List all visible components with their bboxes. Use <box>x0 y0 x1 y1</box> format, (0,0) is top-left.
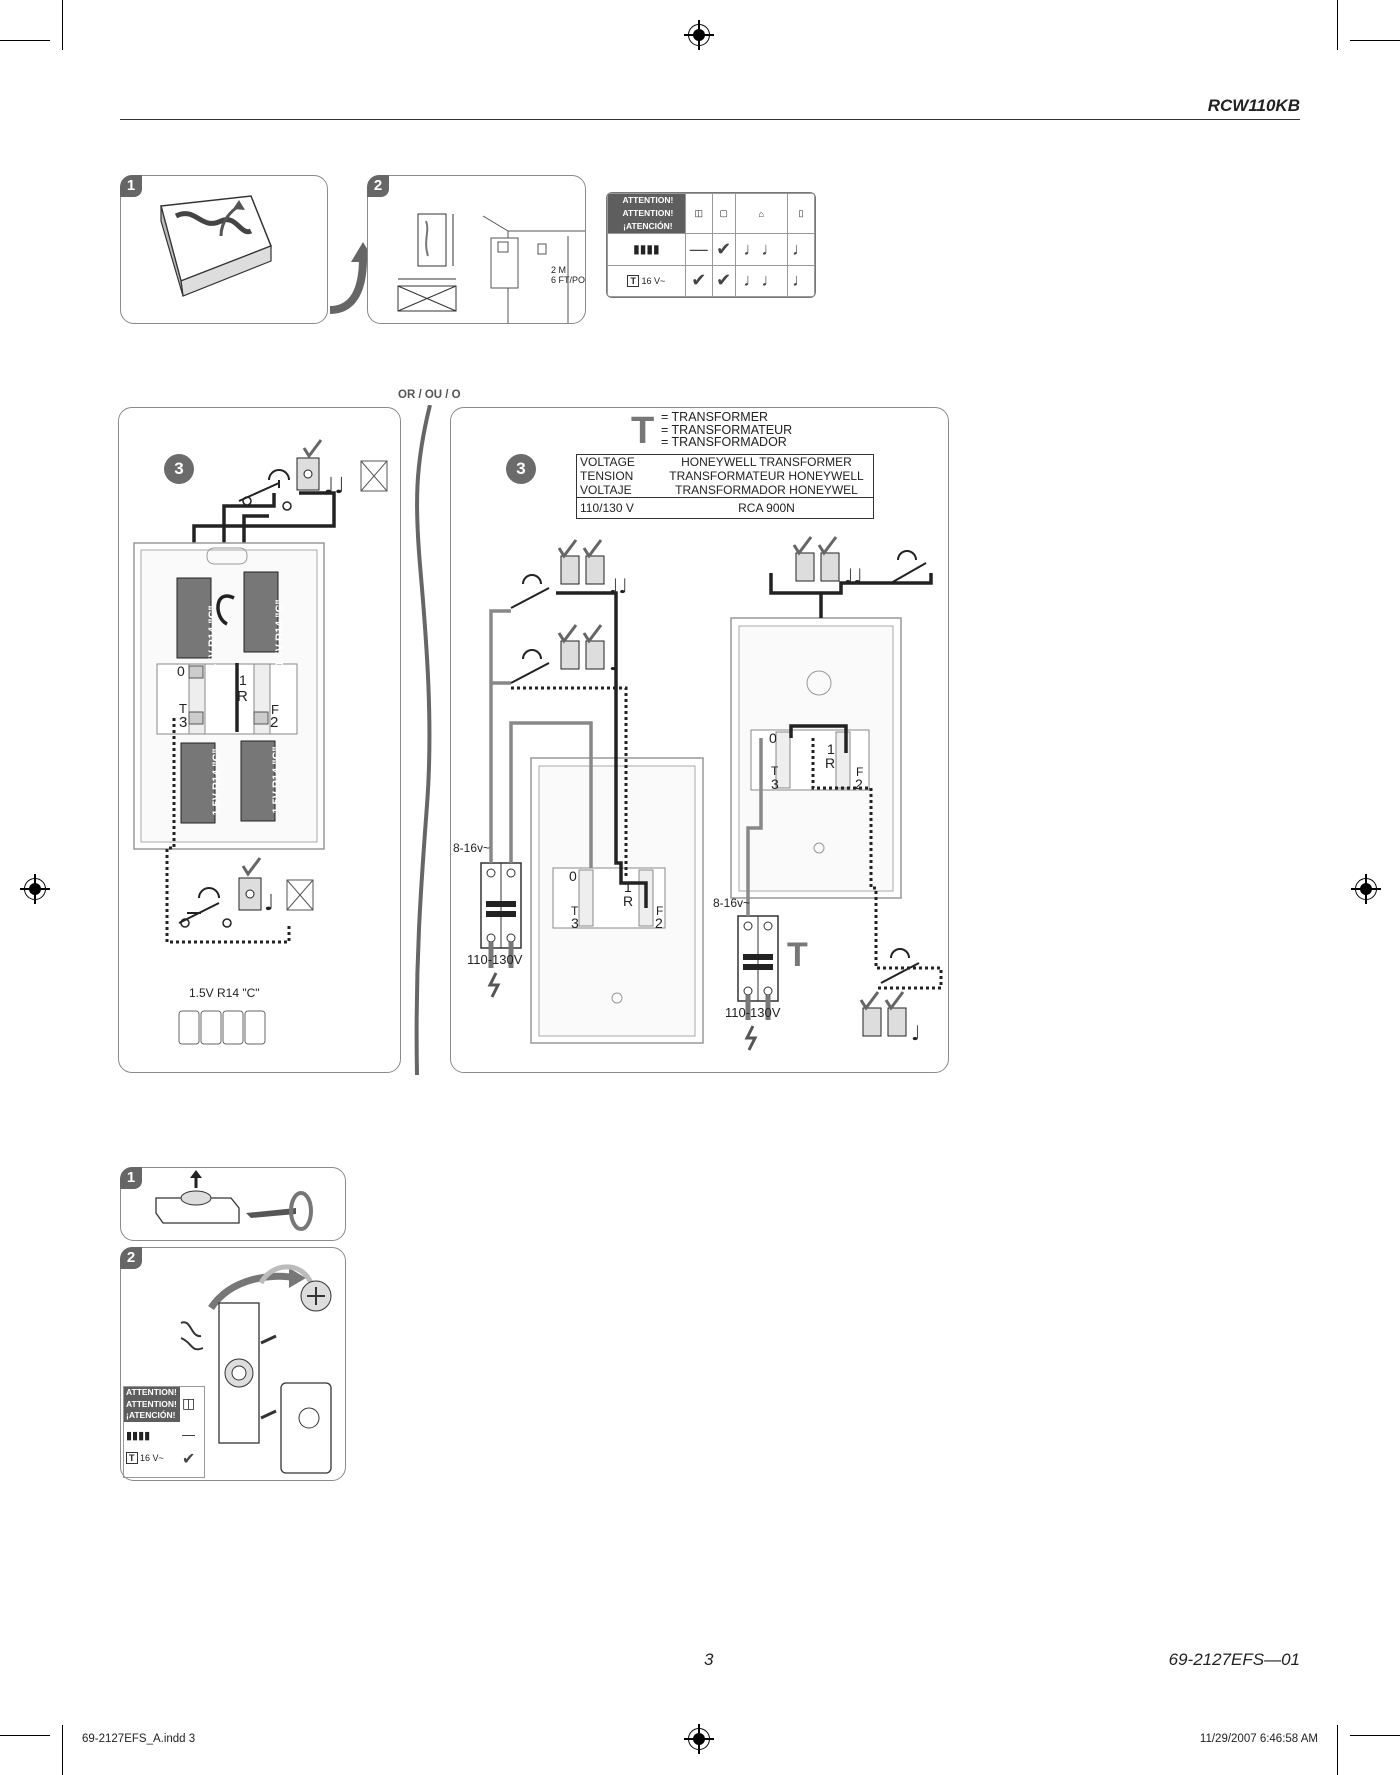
button-icon: ▢ <box>711 193 736 234</box>
registration-mark-icon <box>684 20 714 50</box>
terminal-label-F: F <box>856 765 864 779</box>
battery-label: 1.5V R14 "C" <box>271 746 283 814</box>
battery-label: 1.5V R14 "C" <box>274 599 286 667</box>
terminal-label-R: R <box>825 755 836 771</box>
transformer-icon: T <box>126 1452 138 1464</box>
transformer-legend: = TRANSFORMER = TRANSFORMATEUR = TRANSFO… <box>661 410 793 449</box>
terminal-label-1: 1 <box>624 879 632 895</box>
svg-text:♩♩: ♩♩ <box>324 474 345 499</box>
step-number: 3 <box>506 454 536 484</box>
terminal-label-0: 0 <box>177 663 185 679</box>
transformer-icon: T <box>627 274 639 287</box>
low-voltage-label: 8-16v~ <box>453 841 491 855</box>
chime-cover-illustration <box>160 195 272 297</box>
terminal-label-0: 0 <box>569 868 577 884</box>
step-number: 2 <box>120 1247 142 1269</box>
terminal-label-F: F <box>271 702 279 717</box>
button-step1-panel: 1 <box>120 1167 346 1241</box>
transformer-voltage: T 16 V~ <box>126 1452 164 1464</box>
button-step2-panel: 2 ATTENTION! ATTENTION! ¡ATENCIÓN! ◫ ▮▮▮… <box>120 1247 346 1481</box>
mounting-orientation-illustration <box>397 213 585 323</box>
battery-caption: 1.5V R14 "C" <box>189 986 260 1000</box>
button-removal-illustration <box>155 1170 313 1231</box>
crop-mark <box>62 0 64 50</box>
svg-text:♩♩: ♩♩ <box>609 574 628 598</box>
terminal-label-2: 2 <box>655 915 663 931</box>
model-number: RCW110KB <box>1207 96 1300 115</box>
battery-label: 1.5V R14 "C" <box>207 605 219 673</box>
compatibility-table: ATTENTION! ATTENTION! ¡ATENCIÓN! ◫ ▢ ⌂ ▯… <box>606 192 816 298</box>
lighted-button-icon: ◫ <box>684 193 713 234</box>
transformer-symbol: T <box>787 936 808 974</box>
or-label: OR / OU / O <box>398 389 461 401</box>
attention-box: ATTENTION! ATTENTION! ¡ATENCIÓN! ◫ ▮▮▮▮ … <box>123 1386 205 1478</box>
rear-door-icon: ▯ <box>787 193 815 234</box>
terminal-label-T: T <box>571 904 579 918</box>
terminal-label-T: T <box>771 764 779 778</box>
svg-text:♩: ♩ <box>911 1021 920 1045</box>
wavy-divider <box>414 405 432 1075</box>
terminal-label-0: 0 <box>769 730 777 746</box>
header-rule <box>120 119 1300 120</box>
lighted-button-icon: ◫ <box>182 1395 196 1411</box>
button-mounting-illustration <box>180 1264 332 1474</box>
front-door-icon: ⌂ <box>734 193 789 234</box>
transformer-symbol: T <box>631 410 655 452</box>
registration-mark-icon <box>20 874 50 904</box>
battery-label: 1.5V R14 "C" <box>211 748 223 816</box>
batteries-icon: ▮▮▮▮ <box>126 1430 151 1442</box>
step-number: 2 <box>367 175 389 197</box>
step-number: 3 <box>164 454 194 484</box>
crop-mark <box>0 40 50 42</box>
crop-mark <box>1336 0 1338 50</box>
svg-text:♩: ♩ <box>264 891 274 916</box>
terminal-label-1: 1 <box>239 672 247 688</box>
battery-wiring-panel: 3 ♩♩ <box>118 407 401 1073</box>
terminal-label-R: R <box>237 688 248 705</box>
document-number: 69-2127EFS—01 <box>1168 1650 1300 1669</box>
page-number: 3 <box>704 1650 714 1669</box>
step2-panel: 2 2 M 6 FT/PO <box>367 175 586 324</box>
transformer-voltage: T 16 V~ <box>607 264 686 297</box>
terminal-label-2: 2 <box>270 714 279 731</box>
terminal-label-R: R <box>623 893 634 909</box>
terminal-label-3: 3 <box>771 776 779 792</box>
file-slug: 69-2127EFS_A.indd 3 <box>82 1733 196 1745</box>
step-number: 1 <box>120 175 142 197</box>
terminal-label-T: T <box>179 701 187 716</box>
terminal-label-3: 3 <box>179 714 188 731</box>
crop-mark <box>1336 1725 1338 1775</box>
crop-mark <box>1350 40 1400 42</box>
terminal-label-1: 1 <box>827 741 835 757</box>
height-label: 2 M 6 FT/PO <box>551 265 586 285</box>
registration-mark-icon <box>684 1724 714 1754</box>
battery-wiring-diagram: ♩♩ ♩ <box>133 439 388 1045</box>
svg-text:♩♩: ♩♩ <box>844 564 863 588</box>
voltage-table: VOLTAGE TENSION VOLTAJE HONEYWELL TRANSF… <box>576 454 874 519</box>
svg-text:♩: ♩ <box>609 651 618 675</box>
step1-panel: 1 <box>120 175 328 324</box>
step-number: 1 <box>120 1167 142 1189</box>
date-slug: 11/29/2007 6:46:58 AM <box>1199 1733 1318 1745</box>
low-voltage-label: 8-16v~ <box>713 896 751 910</box>
crop-mark <box>1350 1735 1400 1737</box>
crop-mark <box>0 1735 50 1737</box>
terminal-label-3: 3 <box>571 915 579 931</box>
batteries-icon: ▮▮▮▮ <box>607 233 686 266</box>
mains-voltage-label: 110-130V <box>725 1005 781 1020</box>
transformer-wiring-diagram: ♩♩ ♩ ♩♩ ♩ <box>480 536 943 1051</box>
registration-mark-icon <box>1351 874 1381 904</box>
terminal-label-2: 2 <box>855 776 863 792</box>
terminal-label-F: F <box>656 904 664 918</box>
mains-voltage-label: 110-130V <box>467 952 523 967</box>
crop-mark <box>62 1725 64 1775</box>
transformer-wiring-panel: 3 T <box>450 407 949 1073</box>
attention-label: ATTENTION! ATTENTION! ¡ATENCIÓN! <box>607 193 686 234</box>
